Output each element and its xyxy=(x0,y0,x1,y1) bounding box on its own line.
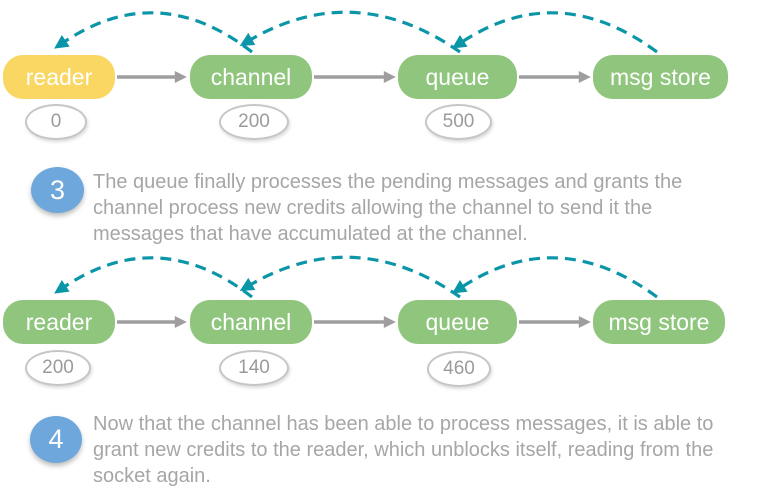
step-text-line: grant new credits to the reader, which u… xyxy=(93,439,714,461)
credit-arc-msg-store-to-queue xyxy=(452,256,658,299)
step-number: 3 xyxy=(49,174,66,205)
credit-badge-channel: 140 xyxy=(219,350,289,386)
node-msg-store: msg store xyxy=(593,55,728,99)
node-label: reader xyxy=(25,308,93,335)
node-reader: reader xyxy=(3,55,115,99)
credit-arcs-row-1 xyxy=(54,10,658,54)
credit-badge-reader: 0 xyxy=(25,104,87,140)
credit-count: 500 xyxy=(442,111,475,132)
step-badge-4: 4 xyxy=(30,416,82,463)
credit-arc-channel-to-reader xyxy=(54,11,253,54)
credit-badge-reader: 200 xyxy=(25,350,91,386)
node-label: msg store xyxy=(610,63,711,90)
credit-arc-msg-store-to-queue xyxy=(452,11,658,54)
node-channel: channel xyxy=(190,300,312,344)
node-label: reader xyxy=(25,63,93,90)
credit-badge-queue: 460 xyxy=(427,351,491,387)
credit-arc-channel-to-reader xyxy=(54,256,253,299)
node-label: msg store xyxy=(608,308,710,335)
step-number: 4 xyxy=(48,424,64,454)
node-queue: queue xyxy=(398,300,517,344)
step-text-line: messages that have accumulated at the ch… xyxy=(93,223,528,245)
credit-arc-queue-to-channel xyxy=(239,255,461,299)
step-text-line: socket again. xyxy=(93,465,211,487)
node-label: queue xyxy=(425,63,490,90)
credit-count: 460 xyxy=(443,358,475,379)
credit-count: 140 xyxy=(238,357,270,378)
node-queue: queue xyxy=(398,55,517,99)
node-msg-store: msg store xyxy=(593,300,725,344)
step-text-line: The queue finally processes the pending … xyxy=(93,171,683,193)
node-label: channel xyxy=(210,63,292,90)
step-text-3: The queue finally processes the pending … xyxy=(93,169,682,247)
step-text-4: Now that the channel has been able to pr… xyxy=(93,411,713,489)
credit-count: 0 xyxy=(50,111,62,132)
node-channel: channel xyxy=(190,55,312,99)
node-label: queue xyxy=(425,308,490,335)
credit-arc-queue-to-channel xyxy=(239,10,461,54)
credit-badge-channel: 200 xyxy=(219,104,289,140)
step-text-line: channel process new credits allowing the… xyxy=(93,197,653,219)
step-text-line: Now that the channel has been able to pr… xyxy=(93,413,714,435)
credit-count: 200 xyxy=(238,111,270,132)
credit-arcs-row-2 xyxy=(54,255,658,299)
credit-count: 200 xyxy=(42,357,74,378)
node-label: channel xyxy=(210,308,292,335)
node-reader: reader xyxy=(3,300,115,344)
credit-badge-queue: 500 xyxy=(425,104,492,140)
step-badge-3: 3 xyxy=(31,167,84,213)
